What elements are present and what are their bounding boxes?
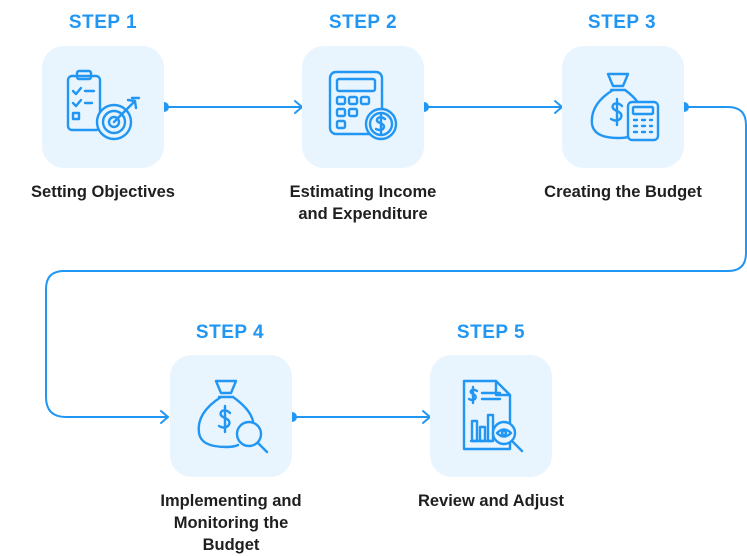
step-2-tile bbox=[302, 46, 424, 168]
step-2-caption: Estimating Income and Expenditure bbox=[289, 183, 437, 223]
step-1-label: STEP 1 bbox=[68, 12, 138, 33]
step-4-caption: Implementing and Monitoring the Budget bbox=[160, 492, 302, 554]
money-bag-magnifier-icon bbox=[197, 379, 269, 454]
step-5-caption: Review and Adjust bbox=[417, 492, 565, 510]
step-4-label: STEP 4 bbox=[195, 322, 265, 343]
step-1-caption: Setting Objectives bbox=[31, 183, 175, 201]
step-5-tile bbox=[430, 355, 552, 477]
step-3-label: STEP 3 bbox=[587, 12, 657, 33]
calculator-coin-icon bbox=[328, 70, 398, 141]
step-4-tile bbox=[170, 355, 292, 477]
step-1-tile bbox=[42, 46, 164, 168]
step-3-caption: Creating the Budget bbox=[544, 183, 702, 201]
connector-3-4 bbox=[45, 106, 747, 418]
step-5-label: STEP 5 bbox=[456, 322, 526, 343]
step-3-tile bbox=[562, 46, 684, 168]
report-magnifier-icon bbox=[462, 379, 524, 453]
money-bag-calculator-icon bbox=[590, 72, 660, 142]
arrowhead-3-4 bbox=[160, 410, 169, 424]
step-2-label: STEP 2 bbox=[328, 12, 398, 33]
target-checklist-icon bbox=[66, 69, 141, 141]
